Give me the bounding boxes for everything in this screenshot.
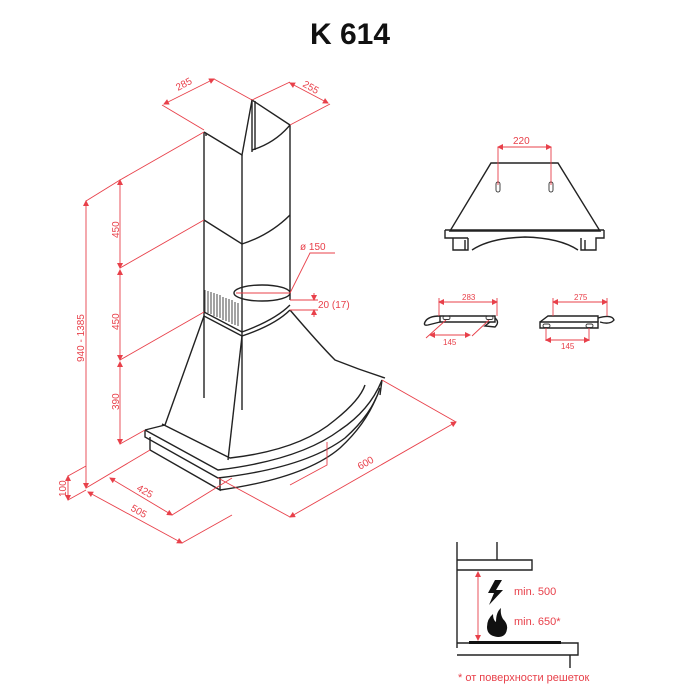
flame-icon bbox=[487, 608, 508, 637]
bracket-left: 283 145 bbox=[423, 293, 499, 347]
dim-chimney-depth: 285 bbox=[174, 76, 194, 94]
dim-bracket-hole-spacing: 145 bbox=[443, 338, 457, 347]
dim-mount-hole-spacing: 220 bbox=[513, 136, 530, 147]
dim-outlet-diameter: ø 150 bbox=[300, 242, 326, 253]
vent-grille bbox=[204, 290, 239, 326]
front-view: 220 bbox=[444, 136, 605, 251]
dim-bracket-length: 283 bbox=[462, 293, 476, 302]
dim-total-height: 940 - 1385 bbox=[76, 314, 87, 362]
dim-hood-height: 390 bbox=[111, 393, 122, 410]
cooktop bbox=[469, 641, 561, 644]
dim-outer-depth: 505 bbox=[129, 503, 149, 521]
dim-upper-chimney: 450 bbox=[111, 221, 122, 238]
dim-lower-chimney: 450 bbox=[111, 313, 122, 330]
dim-base-height: 100 bbox=[58, 480, 69, 497]
installation-diagram: min. 500 min. 650* bbox=[456, 542, 579, 668]
dim-outlet-offset: 20 (17) bbox=[318, 300, 350, 311]
bracket-right: 275 145 bbox=[539, 293, 615, 351]
dim-bracket-length: 275 bbox=[574, 293, 588, 302]
dim-chimney-width: 255 bbox=[301, 79, 321, 97]
lightning-icon bbox=[488, 580, 503, 605]
main-dimensions: 285 255 450 450 390 940 - 1385 100 425 5… bbox=[58, 76, 457, 544]
dim-inner-depth: 425 bbox=[135, 483, 155, 501]
dim-width: 600 bbox=[356, 455, 376, 473]
model-title: K 614 bbox=[309, 18, 391, 51]
installation-footnote: * от поверхности решеток bbox=[458, 672, 590, 684]
electric-min-height: min. 500 bbox=[514, 586, 556, 598]
gas-min-height: min. 650* bbox=[514, 616, 561, 628]
dim-bracket-hole-spacing: 145 bbox=[561, 342, 575, 351]
hood-isometric-view bbox=[144, 98, 386, 492]
